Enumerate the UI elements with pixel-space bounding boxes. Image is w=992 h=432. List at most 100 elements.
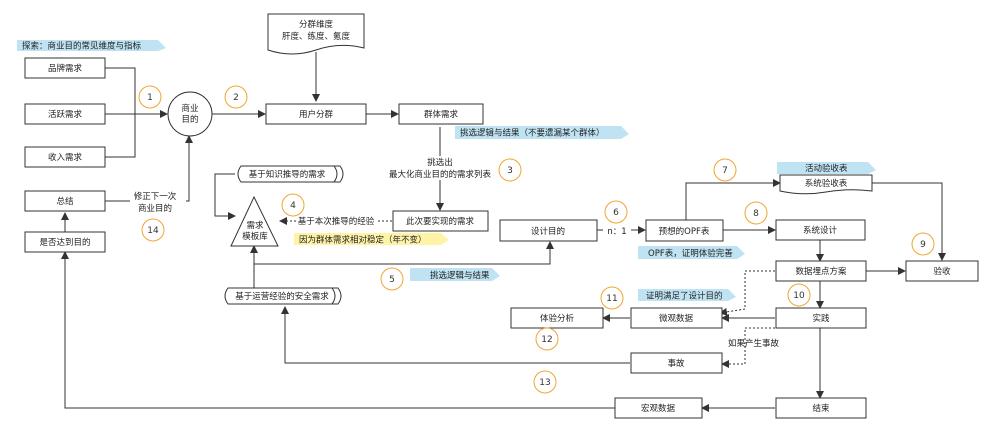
svg-text:挑选逻辑与结果（不要遗漏某个群体）: 挑选逻辑与结果（不要遗漏某个群体） [460, 128, 605, 139]
step-number: 10 [793, 291, 805, 301]
svg-text:活动验收表: 活动验收表 [805, 163, 848, 174]
node-incident: 事故 [630, 352, 723, 374]
step-marker-13: 13 [533, 370, 557, 394]
label-select-1: 挑选出 [427, 157, 453, 168]
node-current-demand: 此次要实现的需求 [392, 210, 489, 232]
step-marker-14: 14 [141, 218, 165, 242]
note-activity-acceptance: 活动验收表 [777, 162, 876, 174]
step-marker-2: 2 [224, 85, 248, 109]
step-number: 13 [539, 378, 550, 388]
svg-text:设计目的: 设计目的 [531, 226, 565, 237]
node-macro-data: 宏观数据 [614, 397, 703, 419]
note-proved-goal: 证明满足了设计目的 [638, 289, 736, 302]
step-number: 3 [507, 166, 513, 176]
svg-text:OPF表，证明体验完善: OPF表，证明体验完善 [648, 248, 733, 259]
step-number: 6 [613, 208, 619, 218]
step-marker-8: 8 [744, 201, 768, 225]
step-marker-12: 12 [535, 327, 559, 351]
step-number: 2 [233, 93, 239, 103]
note-opf: OPF表，证明体验完善 [638, 246, 745, 259]
node-end: 结束 [775, 397, 867, 419]
note-explore: 探索：商业目的常见维度与指标 [17, 40, 166, 52]
node-system-acceptance: 系统验收表 [779, 174, 873, 195]
node-brand-demand: 品牌需求 [24, 57, 106, 79]
svg-text:群体需求: 群体需求 [424, 109, 459, 120]
step-marker-7: 7 [713, 158, 737, 182]
node-business-goal: 商业 目的 [167, 91, 213, 137]
svg-text:基于运营经验的安全需求: 基于运营经验的安全需求 [235, 291, 329, 302]
note-stable-demand: 因为群体需求相对稳定（年不变） [294, 233, 449, 246]
node-user-segment: 用户分群 [265, 103, 367, 125]
step-number: 8 [753, 209, 759, 219]
svg-text:数据埋点方案: 数据埋点方案 [795, 266, 847, 277]
node-segment-dimensions: 分群维度 肝度、练度、氪度 [267, 13, 365, 55]
step-marker-11: 11 [600, 286, 624, 310]
step-number: 11 [606, 294, 617, 304]
svg-text:此次要实现的需求: 此次要实现的需求 [406, 216, 475, 227]
svg-text:验收: 验收 [933, 266, 951, 277]
step-number: 9 [920, 240, 926, 250]
node-acceptance: 验收 [905, 260, 979, 282]
label-based-on-current: 基于本次推导的经验 [298, 216, 375, 227]
note-filter-logic: 挑选逻辑与结果（不要遗漏某个群体） [455, 126, 629, 139]
svg-text:基于知识推导的需求: 基于知识推导的需求 [249, 169, 326, 180]
svg-text:探索：商业目的常见维度与指标: 探索：商业目的常见维度与指标 [22, 41, 142, 52]
node-knowledge-demand: 基于知识推导的需求 [237, 165, 344, 183]
svg-text:系统验收表: 系统验收表 [805, 178, 848, 189]
node-system-design: 系统设计 [775, 219, 866, 241]
node-expected-opf: 预想的OPF表 [645, 219, 724, 242]
node-active-demand: 活跃需求 [24, 103, 106, 125]
step-marker-1: 1 [138, 85, 162, 109]
svg-text:品牌需求: 品牌需求 [48, 63, 83, 74]
step-number: 12 [541, 335, 552, 345]
label-revise-2: 商业目的 [138, 203, 172, 214]
svg-text:肝度、练度、氪度: 肝度、练度、氪度 [282, 31, 351, 42]
node-tracking-plan: 数据埋点方案 [775, 260, 867, 282]
svg-text:因为群体需求相对稳定（年不变）: 因为群体需求相对稳定（年不变） [299, 235, 427, 246]
label-revise-1: 修正下一次 [134, 191, 177, 202]
svg-text:总结: 总结 [56, 196, 73, 207]
svg-text:收入需求: 收入需求 [48, 152, 83, 163]
node-revenue-demand: 收入需求 [24, 146, 106, 168]
svg-text:目的: 目的 [181, 114, 198, 125]
svg-text:事故: 事故 [667, 358, 685, 369]
svg-text:需求: 需求 [246, 220, 264, 231]
step-number: 4 [290, 201, 296, 211]
svg-text:预想的OPF表: 预想的OPF表 [659, 226, 710, 237]
svg-text:结束: 结束 [812, 403, 830, 414]
svg-text:系统设计: 系统设计 [803, 225, 838, 236]
svg-text:商业: 商业 [181, 103, 198, 114]
svg-text:是否达到目的: 是否达到目的 [39, 237, 90, 248]
svg-text:体验分析: 体验分析 [540, 313, 575, 324]
node-summary: 总结 [24, 190, 106, 212]
svg-text:活跃需求: 活跃需求 [48, 109, 83, 120]
step-marker-10: 10 [787, 283, 811, 307]
svg-text:宏观数据: 宏观数据 [641, 403, 676, 414]
step-number: 1 [147, 93, 153, 103]
label-ratio: n：1 [607, 227, 626, 237]
node-goal-reached: 是否达到目的 [24, 231, 106, 253]
step-number: 7 [722, 166, 728, 176]
step-marker-4: 4 [281, 193, 305, 217]
note-filter-logic-2: 挑选逻辑与结果 [410, 268, 500, 281]
node-experience-analysis: 体验分析 [510, 307, 604, 329]
step-marker-6: 6 [604, 200, 628, 224]
node-design-goal: 设计目的 [499, 219, 598, 242]
node-ops-demand: 基于运营经验的安全需求 [224, 287, 342, 305]
step-marker-3: 3 [498, 158, 522, 182]
svg-text:实践: 实践 [812, 313, 830, 324]
node-practice: 实践 [775, 307, 867, 329]
node-micro-data: 微观数据 [630, 307, 723, 329]
label-if-incident: 如果产生事故 [728, 338, 780, 349]
step-marker-9: 9 [911, 232, 935, 256]
svg-text:证明满足了设计目的: 证明满足了设计目的 [646, 291, 723, 302]
label-select-2: 最大化商业目的的需求列表 [389, 169, 492, 180]
svg-text:用户分群: 用户分群 [299, 109, 334, 120]
edge-labels: 修正下一次 商业目的 挑选出 最大化商业目的的需求列表 基于本次推导的经验 n：… [130, 156, 780, 349]
svg-text:微观数据: 微观数据 [659, 313, 694, 324]
step-number: 5 [389, 275, 395, 285]
node-group-demand: 群体需求 [398, 103, 484, 125]
node-demand-library: 需求 模板库 [230, 195, 279, 247]
